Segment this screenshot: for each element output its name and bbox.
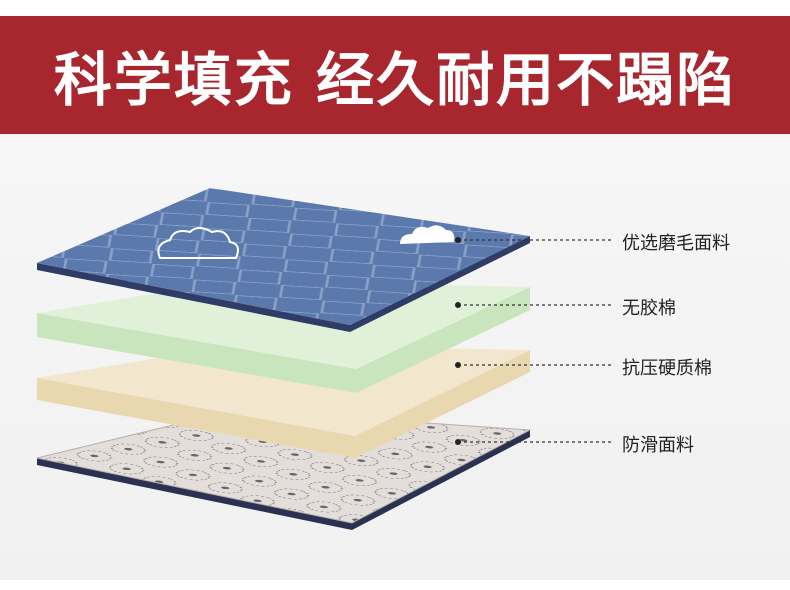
header-banner: 科学填充 经久耐用不蹋陷: [0, 0, 790, 134]
layer-label-gluefree-cotton: 无胶棉: [622, 298, 676, 319]
layer-label-brushed-fabric: 优选磨毛面料: [622, 233, 730, 254]
layer-brushed-fabric: [37, 188, 530, 332]
cloud-icon: [157, 227, 239, 259]
layer-label-hard-cotton: 抗压硬质棉: [622, 358, 712, 379]
leader-lines: [455, 237, 612, 445]
layer-antislip: [36, 409, 532, 530]
banner-background: [0, 16, 790, 134]
banner-title: 科学填充 经久耐用不蹋陷: [53, 46, 737, 114]
cloud-icon: [400, 225, 455, 244]
layer-label-antislip: 防滑面料: [622, 435, 694, 456]
